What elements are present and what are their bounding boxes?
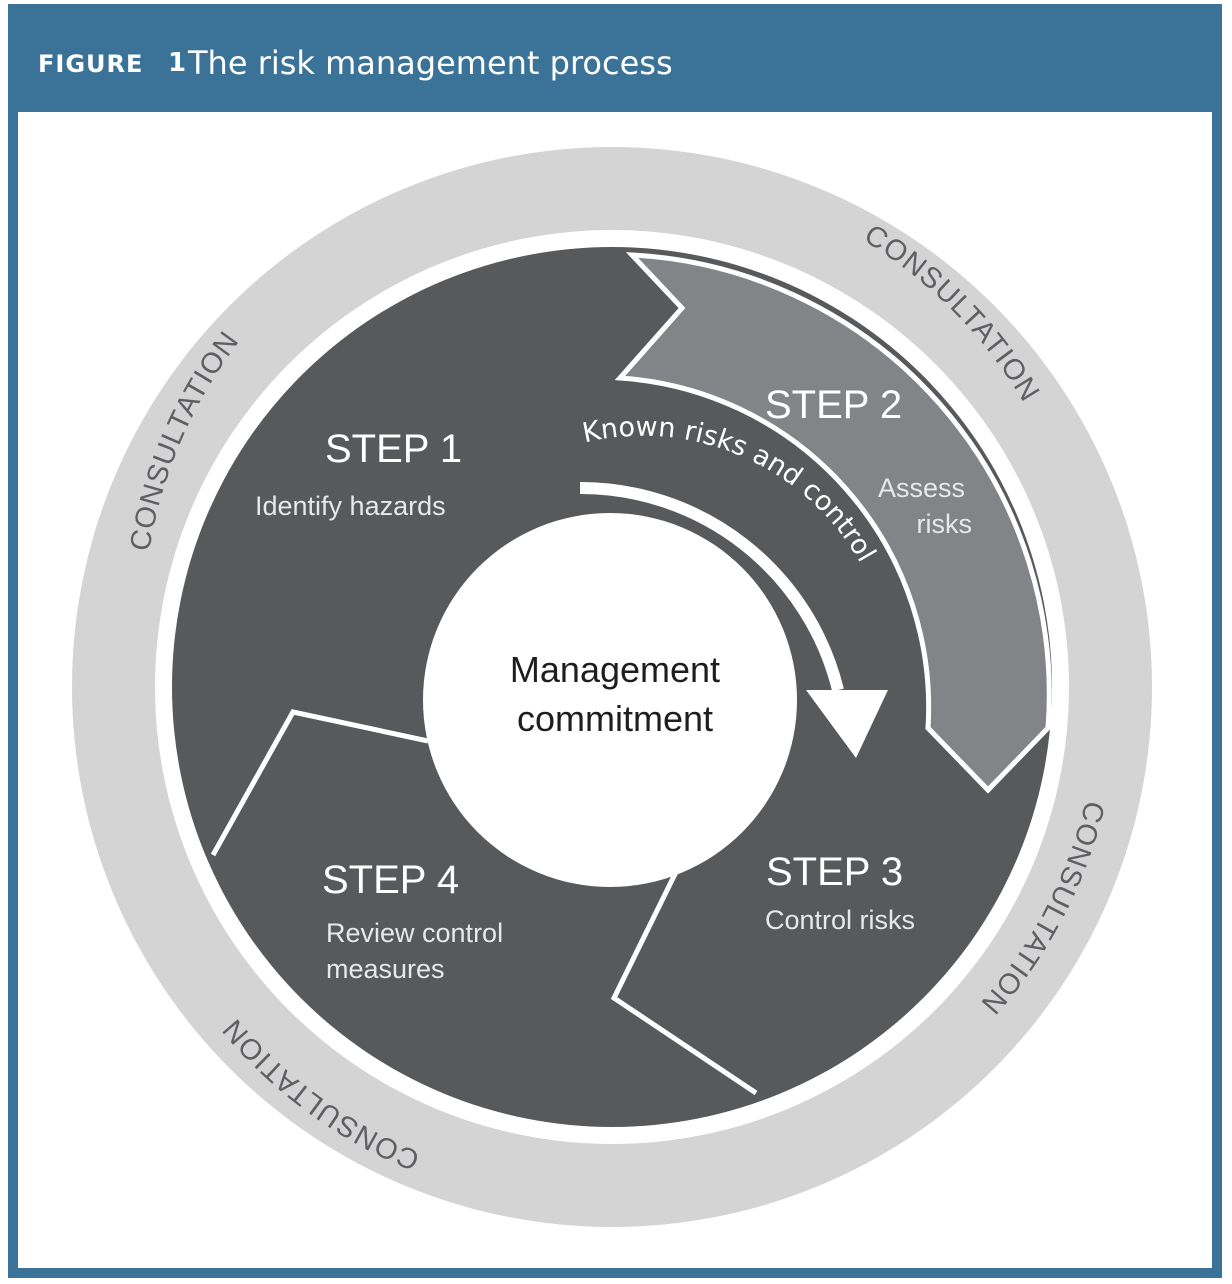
step4-desc-line1: Review control bbox=[326, 918, 503, 948]
step1-desc: Identify hazards bbox=[255, 491, 446, 521]
step3-title: STEP 3 bbox=[766, 850, 903, 894]
divider-step1-step4 bbox=[210, 709, 429, 857]
center-circle bbox=[423, 513, 797, 887]
figure-header: FIGURE 1 The risk management process bbox=[8, 4, 1222, 112]
step2-title: STEP 2 bbox=[765, 383, 902, 427]
known-risks-arrow-head bbox=[806, 690, 888, 758]
step1-title: STEP 1 bbox=[325, 427, 462, 471]
step3-desc: Control risks bbox=[765, 905, 915, 935]
step2-segment bbox=[614, 252, 1052, 794]
divider-step3-step4 bbox=[610, 868, 758, 1096]
step2-desc-line2: risks bbox=[917, 509, 973, 539]
figure-label: FIGURE bbox=[38, 50, 144, 78]
step2-desc-line1: Assess bbox=[878, 473, 965, 503]
known-risks-arrow-shaft bbox=[579, 481, 844, 692]
center-line1: Management bbox=[510, 649, 720, 690]
step4-desc-line2: measures bbox=[326, 954, 445, 984]
figure-number: 1 bbox=[168, 48, 187, 78]
step4-title: STEP 4 bbox=[322, 858, 459, 902]
figure-title: The risk management process bbox=[188, 44, 673, 82]
center-line2: commitment bbox=[517, 698, 713, 739]
